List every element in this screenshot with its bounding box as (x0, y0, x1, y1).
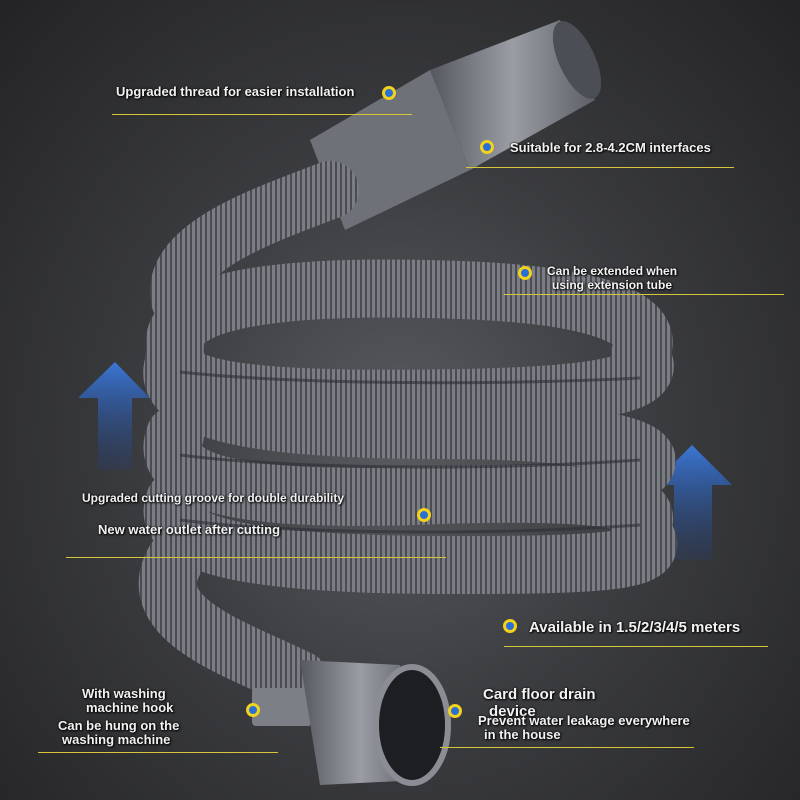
callout-drain-1: Card floor drain (483, 686, 596, 703)
callout-hung-1: Can be hung on the (58, 718, 180, 733)
callout-lengths: Available in 1.5/2/3/4/5 meters (529, 619, 741, 636)
callout-line (38, 752, 278, 753)
callout-line (504, 294, 784, 295)
callout-hook-2: machine hook (86, 700, 174, 715)
callout-groove: Upgraded cutting groove for double durab… (82, 491, 345, 505)
callout-line (504, 646, 768, 647)
callout-leak-2: in the house (484, 727, 561, 742)
callout-line (466, 167, 734, 168)
hose-coils (138, 161, 677, 709)
callout-leak-1: Prevent water leakage everywhere (478, 713, 690, 728)
marker-dot (480, 140, 494, 154)
callout-extended-1: Can be extended when (547, 264, 678, 278)
callout-interfaces: Suitable for 2.8-4.2CM interfaces (510, 140, 711, 155)
callout-outlet: New water outlet after cutting (98, 522, 281, 537)
callout-hook-1: With washing (82, 686, 166, 701)
marker-dot (518, 266, 532, 280)
marker-dot (417, 508, 431, 522)
marker-dot (246, 703, 260, 717)
callout-line (440, 747, 694, 748)
callout-drain-2: device (489, 703, 536, 720)
callout-hung-2: washing machine (62, 732, 171, 747)
bottom-cuff (252, 660, 451, 786)
up-arrow-icon (78, 362, 150, 470)
marker-dot (503, 619, 517, 633)
marker-dot (382, 86, 396, 100)
callout-line (66, 557, 446, 558)
hose-shadow (179, 370, 641, 534)
callout-thread: Upgraded thread for easier installation (116, 84, 355, 99)
callout-extended-2: using extension tube (552, 278, 673, 292)
callout-line (112, 114, 412, 115)
marker-dot (448, 704, 462, 718)
